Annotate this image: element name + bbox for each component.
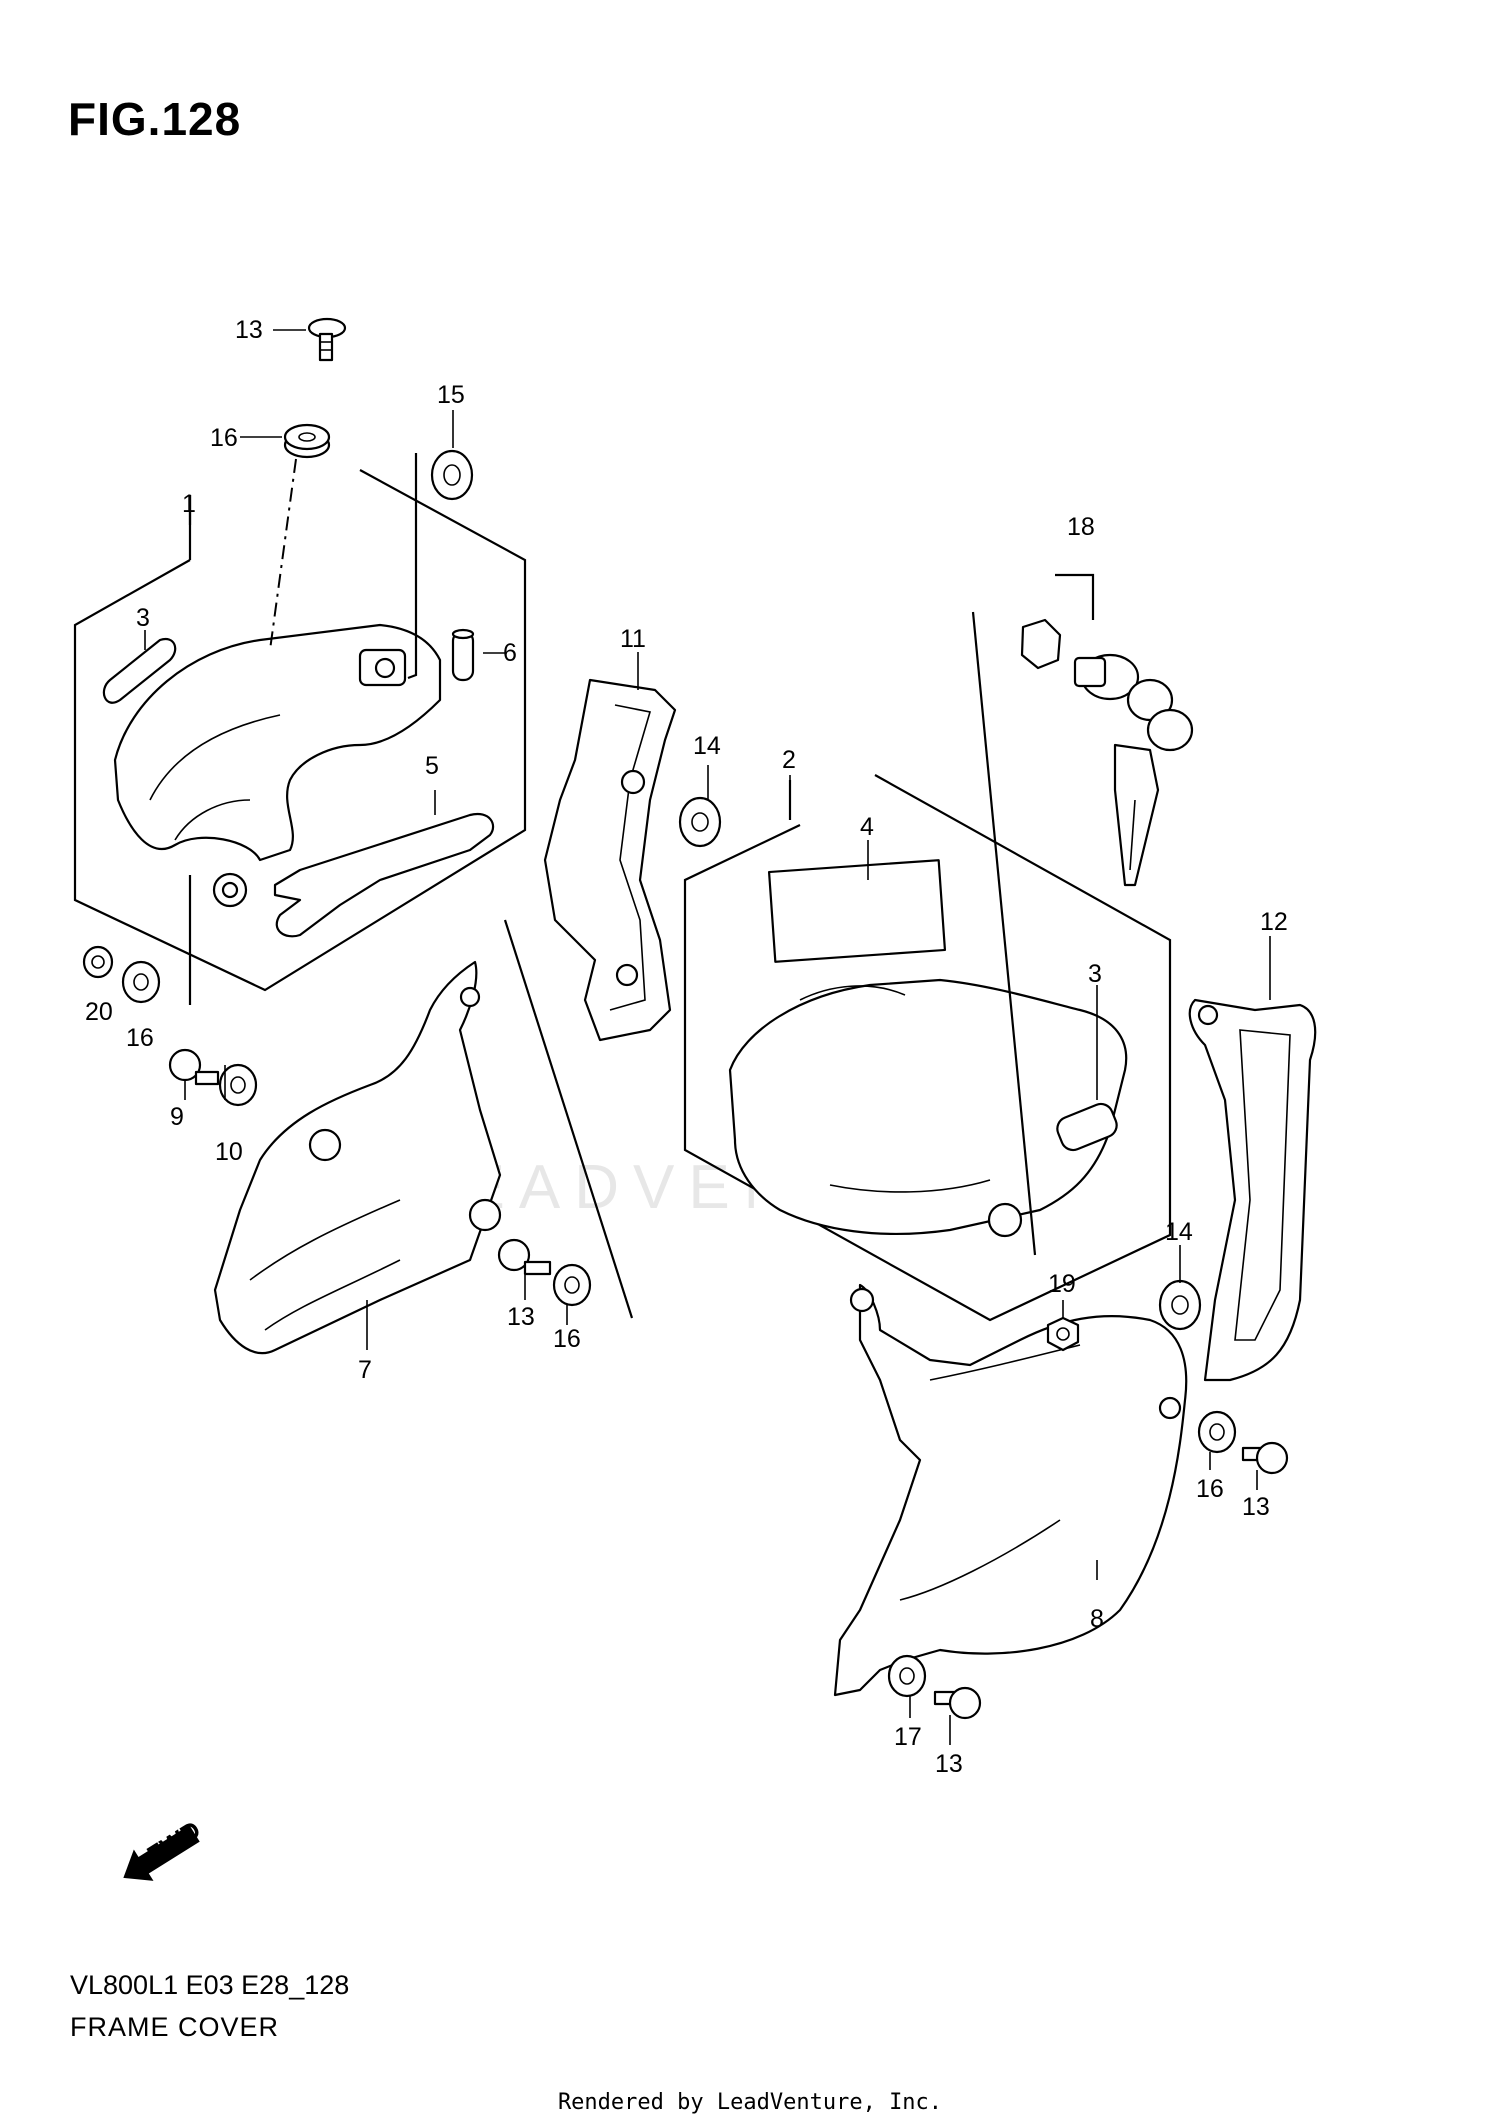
callout-labels: 13 16 15 1 3 6 5 11 14 2 4 18 12 3 20 16…: [85, 316, 1288, 1778]
callout-12: 12: [1260, 908, 1288, 936]
part-15-grommet: [430, 449, 474, 501]
callout-11: 11: [620, 625, 646, 653]
part-13-bolt-top: [307, 317, 347, 362]
callout-13: 13: [235, 316, 263, 344]
part-10-grommet: [218, 1063, 258, 1107]
callout-13: 13: [507, 1303, 535, 1331]
part-5-plate: [273, 812, 495, 938]
callout-18: 18: [1067, 513, 1095, 541]
callout-16: 16: [210, 424, 238, 452]
part-1-frame-cover-left: [113, 623, 442, 908]
part-13-bolt-right: [1241, 1441, 1289, 1475]
part-9-bolt: [168, 1048, 220, 1086]
callout-10: 10: [215, 1138, 243, 1166]
figure-title: FIG.128: [68, 93, 242, 145]
callout-7: 7: [358, 1356, 372, 1384]
callout-20: 20: [85, 998, 113, 1026]
callout-16: 16: [126, 1024, 154, 1052]
callout-17: 17: [894, 1723, 922, 1751]
callout-1: 1: [182, 490, 196, 518]
part-20-nut: [82, 945, 114, 979]
callout-5: 5: [425, 752, 439, 780]
callout-15: 15: [437, 381, 465, 409]
callout-16: 16: [553, 1325, 581, 1353]
callout-3: 3: [136, 604, 150, 632]
callout-3: 3: [1088, 960, 1102, 988]
callout-9: 9: [170, 1103, 184, 1131]
part-8-lower-cover-right: [833, 1283, 1188, 1697]
fwd-label: FWD: [143, 1816, 206, 1870]
part-2-frame-cover-right: [728, 978, 1128, 1238]
callout-13: 13: [1242, 1493, 1270, 1521]
part-16-grommet-right: [1197, 1410, 1237, 1454]
part-19-nut: [1046, 1316, 1080, 1352]
part-6-collar: [451, 628, 475, 682]
fwd-arrow-icon: FWD: [123, 1816, 206, 1881]
part-13-bolt-mid: [497, 1238, 552, 1276]
part-16-grommet-top: [283, 423, 331, 459]
part-16-grommet-left: [121, 960, 161, 1004]
leader-7-diagonal: [503, 919, 634, 1319]
leader-15-line: [407, 453, 418, 680]
leader-lines: [144, 329, 1271, 1745]
callout-4: 4: [860, 813, 874, 841]
part-16-grommet-mid: [552, 1263, 592, 1307]
callout-13: 13: [935, 1750, 963, 1778]
callout-2: 2: [782, 746, 796, 774]
part-11-bracket: [543, 678, 677, 1042]
callout-6: 6: [503, 639, 517, 667]
part-4-label: [767, 859, 947, 963]
callout-14: 14: [1165, 1218, 1193, 1246]
part-18-lock-set: [1020, 618, 1194, 887]
part-3-emblem-left: [102, 637, 177, 704]
part-12-bracket-right: [1188, 998, 1317, 1382]
part-13-bolt-bottom: [933, 1686, 982, 1720]
model-code: VL800L1 E03 E28_128: [70, 1970, 350, 2000]
leader-18: [1055, 573, 1095, 620]
section-name: FRAME COVER: [70, 2012, 280, 2042]
rendered-by-credit: Rendered by LeadVenture, Inc.: [557, 2090, 943, 2115]
part-14-grommet-right: [1158, 1279, 1202, 1331]
callout-14: 14: [693, 732, 721, 760]
callout-8: 8: [1090, 1605, 1104, 1633]
callout-16: 16: [1196, 1475, 1224, 1503]
callout-19: 19: [1048, 1270, 1076, 1298]
part-14-grommet-center: [678, 796, 722, 848]
part-7-lower-cover-left: [213, 960, 502, 1355]
part-17-grommet: [887, 1654, 927, 1698]
leader-dashed-grommet: [269, 458, 297, 651]
leader-2-diagonal: [971, 611, 1037, 1256]
